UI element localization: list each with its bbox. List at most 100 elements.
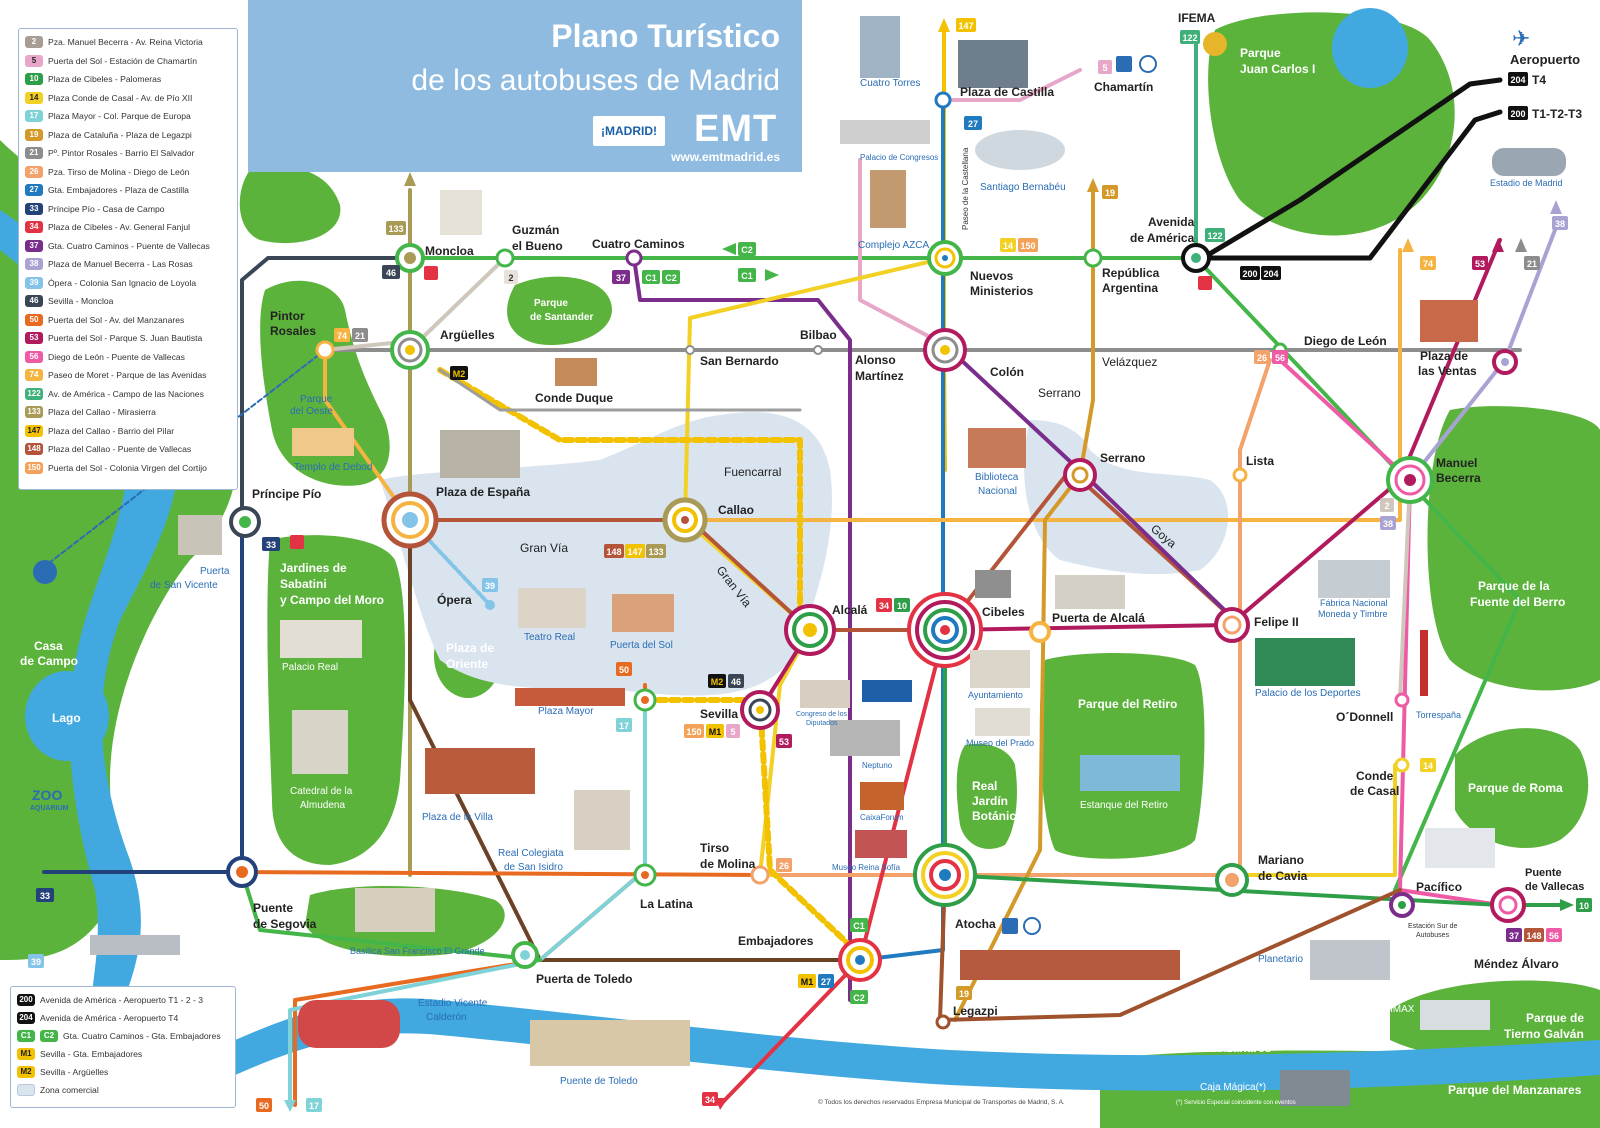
station-principe-pio[interactable] bbox=[229, 506, 261, 538]
station-lista[interactable] bbox=[1232, 467, 1248, 483]
line-37[interactable] bbox=[632, 256, 852, 1002]
chip-2-becerra[interactable]: 2 bbox=[1380, 498, 1394, 512]
chip-14[interactable]: 14 bbox=[1000, 238, 1016, 252]
chip-74b[interactable]: 74 bbox=[1420, 256, 1436, 270]
station-plaza-mayor[interactable] bbox=[633, 688, 657, 712]
chip-147b[interactable]: 147 bbox=[625, 544, 645, 558]
station-plaza-ventas[interactable] bbox=[1492, 349, 1518, 375]
chip-17-south[interactable]: 17 bbox=[306, 1098, 322, 1112]
chip-c1[interactable]: C1 bbox=[642, 270, 660, 284]
chip-150[interactable]: 150 bbox=[1018, 238, 1038, 252]
chip-39-west[interactable]: 39 bbox=[28, 954, 44, 968]
chip-122b[interactable]: 122 bbox=[1205, 228, 1225, 242]
line-2b[interactable] bbox=[1398, 478, 1412, 702]
station-odonnell[interactable] bbox=[1394, 692, 1410, 708]
line-5[interactable] bbox=[941, 68, 1082, 102]
chip-74[interactable]: 74 bbox=[334, 328, 350, 342]
chip-53-sevilla[interactable]: 53 bbox=[776, 734, 792, 748]
line-c1-down[interactable] bbox=[1194, 256, 1522, 892]
chip-10-vallecas[interactable]: 10 bbox=[1576, 898, 1592, 912]
chip-200[interactable]: 200 bbox=[1240, 266, 1260, 280]
chip-14-conde[interactable]: 14 bbox=[1420, 758, 1436, 772]
chip-c2-emb[interactable]: C2 bbox=[850, 990, 868, 1004]
station-pacifico[interactable] bbox=[1389, 892, 1415, 918]
station-callao[interactable] bbox=[662, 497, 708, 543]
station-puente-vallecas[interactable] bbox=[1490, 887, 1526, 923]
chip-46[interactable]: 46 bbox=[382, 265, 400, 279]
station-plaza-castilla[interactable] bbox=[934, 91, 952, 109]
station-puente-segovia[interactable] bbox=[226, 856, 258, 888]
station-arguelles[interactable] bbox=[390, 330, 430, 370]
chip-5[interactable]: 5 bbox=[1098, 60, 1112, 74]
line-204[interactable] bbox=[1193, 77, 1503, 265]
station-republica-argentina[interactable] bbox=[1083, 248, 1103, 268]
chip-37-vallecas[interactable]: 37 bbox=[1506, 928, 1522, 942]
chip-26[interactable]: 26 bbox=[1254, 350, 1270, 364]
station-alcala[interactable] bbox=[784, 604, 836, 656]
chip-19[interactable]: 19 bbox=[1102, 185, 1118, 199]
station-plaza-espana[interactable] bbox=[381, 491, 439, 549]
station-serrano[interactable] bbox=[1063, 458, 1097, 492]
line-m2[interactable] bbox=[437, 367, 803, 623]
chip-50-south[interactable]: 50 bbox=[256, 1098, 272, 1112]
chip-200-airport[interactable]: 200 bbox=[1508, 106, 1528, 120]
station-felipe-ii[interactable] bbox=[1214, 607, 1250, 643]
chip-34-south[interactable]: 34 bbox=[702, 1092, 718, 1106]
station-alonso-martinez[interactable] bbox=[923, 328, 967, 372]
station-pintor-rosales[interactable] bbox=[315, 340, 335, 360]
station-tirso[interactable] bbox=[750, 865, 770, 885]
chip-21[interactable]: 21 bbox=[352, 328, 368, 342]
line-m1[interactable] bbox=[642, 697, 863, 958]
station-la-latina[interactable] bbox=[633, 863, 657, 887]
station-nuevos-ministerios[interactable] bbox=[927, 240, 963, 276]
chip-122[interactable]: 122 bbox=[1180, 30, 1200, 44]
chip-c1-arrow[interactable]: C1 bbox=[738, 268, 756, 282]
line-c1-south[interactable] bbox=[408, 518, 872, 962]
chip-m1-sevilla[interactable]: M1 bbox=[706, 724, 724, 738]
chip-m2[interactable]: M2 bbox=[450, 366, 468, 380]
website-link[interactable]: www.emtmadrid.es bbox=[671, 150, 780, 164]
station-atocha[interactable] bbox=[913, 843, 977, 907]
station-opera[interactable] bbox=[485, 600, 495, 610]
line-56[interactable] bbox=[1278, 358, 1502, 907]
station-guzman[interactable] bbox=[495, 248, 515, 268]
station-moncloa[interactable] bbox=[395, 243, 425, 273]
chip-21b[interactable]: 21 bbox=[1524, 256, 1540, 270]
chip-37[interactable]: 37 bbox=[612, 270, 630, 284]
station-mariano-cavia[interactable] bbox=[1215, 863, 1249, 897]
station-avenida-america[interactable] bbox=[1181, 243, 1211, 273]
chip-5-sevilla[interactable]: 5 bbox=[726, 724, 740, 738]
chip-148-vallecas[interactable]: 148 bbox=[1524, 928, 1544, 942]
chip-147[interactable]: 147 bbox=[956, 18, 976, 32]
station-puerta-alcala[interactable] bbox=[1029, 621, 1051, 643]
station-conde-casal[interactable] bbox=[1394, 757, 1410, 773]
chip-33-west[interactable]: 33 bbox=[36, 888, 54, 902]
station-bilbao[interactable] bbox=[813, 345, 823, 355]
chip-56[interactable]: 56 bbox=[1272, 350, 1288, 364]
chip-m1-emb[interactable]: M1 bbox=[798, 974, 816, 988]
chip-34[interactable]: 34 bbox=[876, 598, 892, 612]
station-san-bernardo[interactable] bbox=[685, 345, 695, 355]
chip-17[interactable]: 17 bbox=[616, 718, 632, 732]
chip-19-legazpi[interactable]: 19 bbox=[956, 986, 972, 1000]
chip-50[interactable]: 50 bbox=[616, 662, 632, 676]
line-5b[interactable] bbox=[858, 158, 947, 347]
chip-33[interactable]: 33 bbox=[262, 537, 280, 551]
line-26[interactable] bbox=[778, 358, 1272, 877]
chip-46-sevilla[interactable]: 46 bbox=[728, 674, 744, 688]
line-200[interactable] bbox=[1193, 109, 1503, 261]
line-26b[interactable] bbox=[240, 870, 762, 877]
chip-c1-emb[interactable]: C1 bbox=[850, 918, 868, 932]
station-cuatro-caminos[interactable] bbox=[625, 249, 643, 267]
station-legazpi[interactable] bbox=[935, 1014, 951, 1030]
chip-26-tirso[interactable]: 26 bbox=[776, 858, 792, 872]
chip-204[interactable]: 204 bbox=[1261, 266, 1281, 280]
chip-38-becerra[interactable]: 38 bbox=[1380, 516, 1396, 530]
station-embajadores[interactable] bbox=[838, 938, 882, 982]
chip-c2-arrow[interactable]: C2 bbox=[738, 242, 756, 256]
line-m2b[interactable] bbox=[438, 368, 802, 412]
chip-204-airport[interactable]: 204 bbox=[1508, 72, 1528, 86]
station-cibeles[interactable] bbox=[907, 592, 983, 668]
chip-133[interactable]: 133 bbox=[386, 221, 406, 235]
chip-53[interactable]: 53 bbox=[1472, 256, 1488, 270]
